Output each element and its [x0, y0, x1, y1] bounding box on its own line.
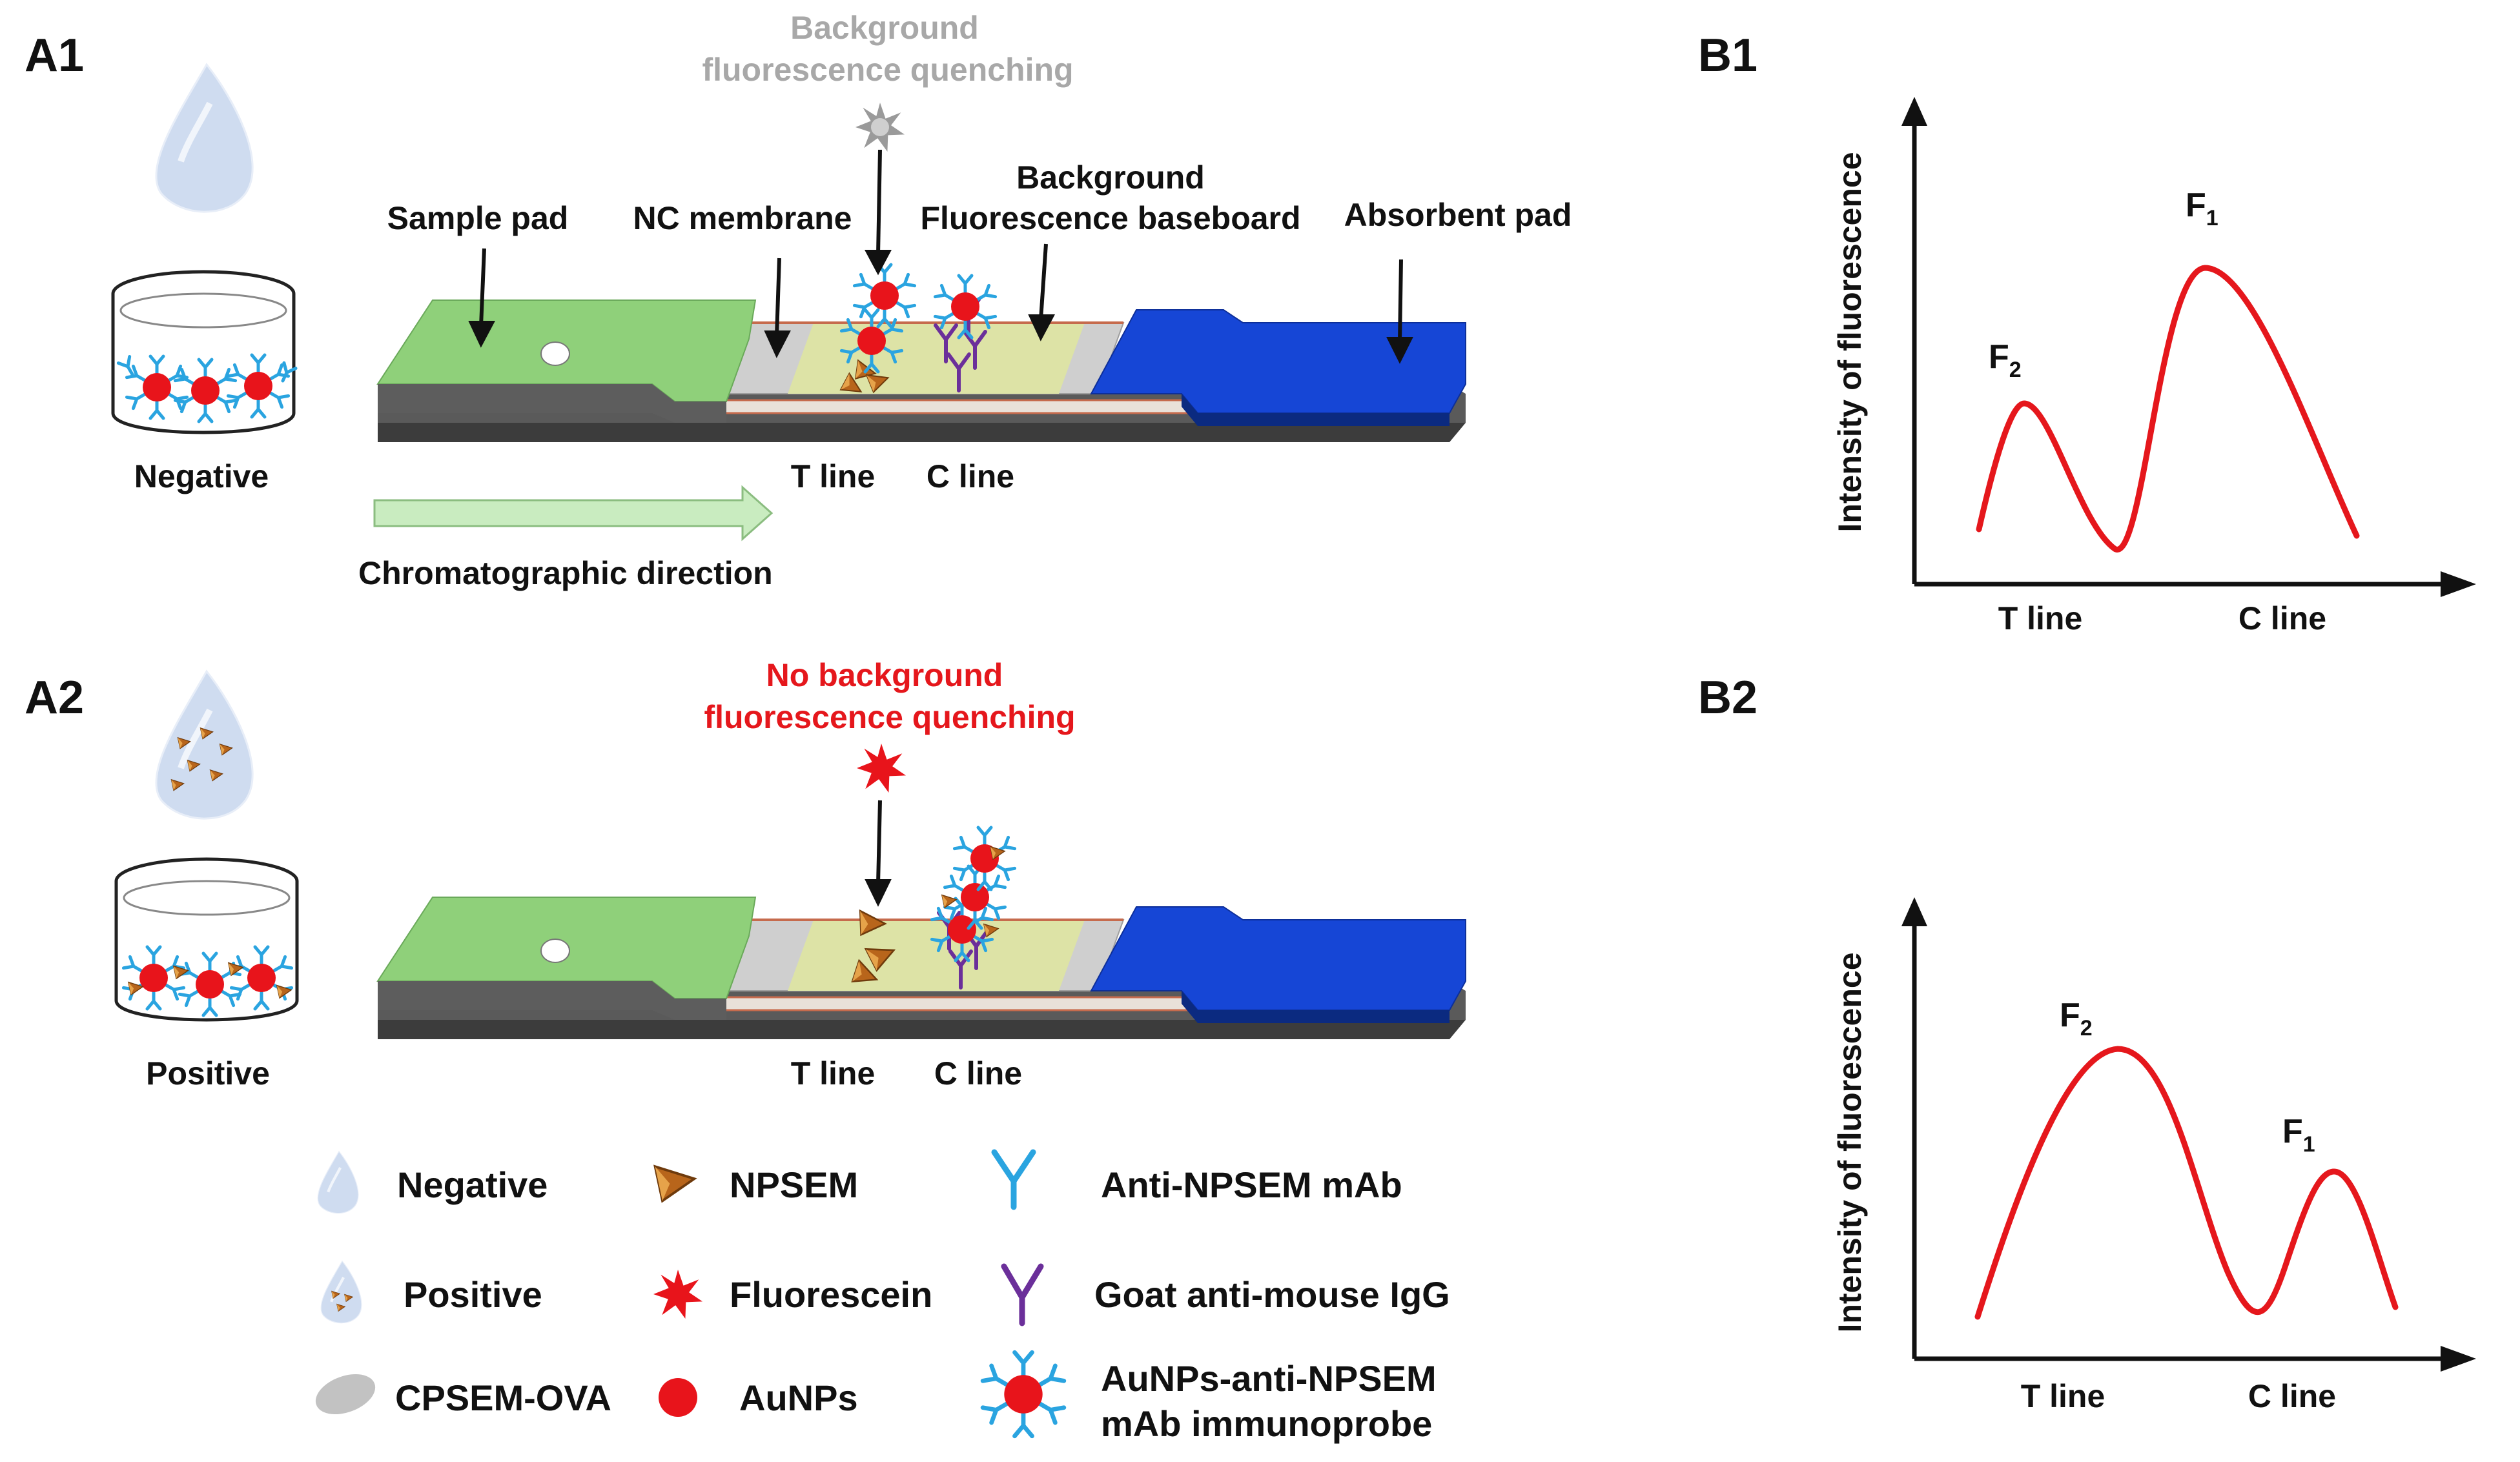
b2-peak-c: F1: [2282, 1113, 2315, 1157]
legend: Negative Positive CPSEM-OVA NPSEM Fluore…: [315, 1149, 1450, 1444]
a2-test-strip: [376, 896, 1467, 1041]
legend-positive: Positive: [404, 1274, 542, 1315]
a1-baseboard-label-line1: Background: [1016, 159, 1205, 196]
a1-sample-label: Negative: [134, 458, 269, 494]
legend-cpsem-ova: CPSEM-OVA: [395, 1377, 611, 1418]
legend-fluorescein-icon: [653, 1270, 702, 1319]
legend-anti-npsem-icon: [991, 1149, 1036, 1210]
legend-aunps: AuNPs: [739, 1377, 858, 1418]
legend-npsem-icon: [653, 1165, 696, 1203]
a1-pointer-arrows: [468, 149, 1413, 364]
b1-chart: Intensity of fluorescence F2 F1 T line C…: [1832, 97, 2476, 636]
a2-pointer-arrow: [865, 800, 892, 907]
legend-positive-icon: [321, 1261, 362, 1323]
a2-sample-label: Positive: [146, 1055, 270, 1091]
panel-label-a1: A1: [25, 30, 84, 81]
a1-c-line-label: C line: [927, 458, 1014, 494]
a1-direction-label: Chromatographic direction: [358, 555, 773, 591]
a1-direction-arrow: [373, 485, 773, 542]
a1-sample-drop-icon: [156, 65, 252, 212]
a1-annotation-line1: Background: [790, 10, 979, 46]
legend-npsem: NPSEM: [730, 1164, 858, 1205]
a1-sample-pad-label: Sample pad: [387, 200, 569, 236]
legend-fluorescein: Fluorescein: [730, 1274, 932, 1315]
a1-nc-membrane-label: NC membrane: [633, 200, 852, 236]
b1-peak-c: F1: [2186, 187, 2218, 230]
b2-y-axis-arrowhead: [1901, 897, 1927, 926]
legend-goat-igg-icon: [1001, 1263, 1044, 1326]
b2-x-tick-t: T line: [2021, 1378, 2105, 1414]
legend-negative: Negative: [397, 1164, 548, 1205]
b2-x-axis-arrowhead: [2441, 1346, 2476, 1372]
b2-chart: Intensity of fluorescence F2 F1 T line C…: [1832, 897, 2476, 1414]
b2-x-tick-c: C line: [2248, 1378, 2336, 1414]
a2-sample-drop-icon: [156, 671, 252, 818]
legend-probe-line1: AuNPs-anti-NPSEM: [1101, 1358, 1437, 1399]
legend-cpsem-ova-icon: [315, 1374, 376, 1415]
a2-fluorescein-icon: [857, 744, 906, 793]
b2-ylabel: Intensity of fluorescence: [1832, 952, 1868, 1332]
b1-y-axis-arrowhead: [1901, 97, 1927, 126]
b2-fluorescence-curve: [1974, 1046, 2399, 1320]
a1-annotation-line2: fluorescence quenching: [702, 52, 1073, 88]
panel-label-b1: B1: [1698, 30, 1757, 81]
b1-x-tick-c: C line: [2238, 600, 2326, 636]
a1-absorbent-pad-label: Absorbent pad: [1344, 197, 1572, 233]
b1-ylabel: Intensity of fluorescence: [1832, 152, 1868, 532]
b1-x-tick-t: T line: [1998, 600, 2083, 636]
legend-aunps-icon: [659, 1378, 697, 1417]
legend-negative-icon: [318, 1152, 358, 1213]
a1-t-line-label: T line: [791, 458, 876, 494]
panel-label-b2: B2: [1698, 672, 1757, 724]
b1-x-axis-arrowhead: [2441, 571, 2476, 597]
a1-baseboard-label-line2: Fluorescence baseboard: [920, 200, 1300, 236]
legend-anti-npsem: Anti-NPSEM mAb: [1101, 1164, 1402, 1205]
a1-beaker-icon: [113, 272, 296, 432]
b1-fluorescence-curve: [1976, 265, 2360, 553]
a2-t-line-label: T line: [791, 1055, 876, 1091]
legend-immunoprobe-icon: [983, 1352, 1064, 1436]
a2-beaker-icon: [116, 859, 297, 1020]
panel-label-a2: A2: [25, 672, 84, 724]
a1-quenched-fluorescein-icon: [855, 103, 905, 152]
a2-annotation-line2: fluorescence quenching: [704, 699, 1075, 735]
legend-goat-igg: Goat anti-mouse IgG: [1094, 1274, 1450, 1315]
a1-test-strip: [376, 299, 1467, 443]
a2-annotation-line1: No background: [766, 657, 1003, 693]
b2-peak-t: F2: [2060, 997, 2093, 1041]
b1-peak-t: F2: [1989, 338, 2022, 382]
legend-probe-line2: mAb immunoprobe: [1101, 1403, 1432, 1444]
a2-c-line-label: C line: [934, 1055, 1022, 1091]
